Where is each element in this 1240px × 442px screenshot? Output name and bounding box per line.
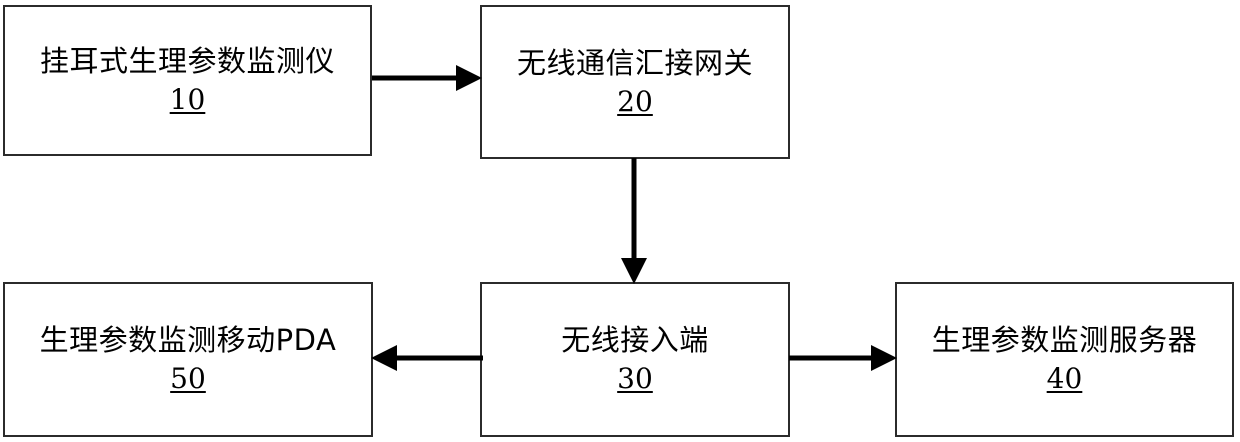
arrow-head <box>371 345 397 371</box>
block-label: 挂耳式生理参数监测仪 <box>39 44 335 79</box>
block-label: 生理参数监测服务器 <box>931 323 1198 358</box>
arrow-head <box>456 65 482 91</box>
arrow-head <box>621 258 647 284</box>
arrow-right-icon-30-to-40 <box>789 345 897 371</box>
block-label: 无线通信汇接网关 <box>516 45 753 80</box>
block-label: 生理参数监测移动PDA <box>39 323 337 358</box>
arrow-left-icon-30-to-50 <box>371 345 483 371</box>
arrow-right-icon-10-to-20 <box>372 65 482 91</box>
arrow-shaft <box>789 355 875 361</box>
block-physiological-parameter-monitoring-mobile-pda: 生理参数监测移动PDA 50 <box>3 282 373 437</box>
block-wireless-access-terminal: 无线接入端 30 <box>480 282 790 437</box>
block-reference-number: 50 <box>170 362 206 396</box>
block-reference-number: 30 <box>617 362 653 396</box>
block-reference-number: 20 <box>617 84 653 118</box>
block-physiological-parameter-monitoring-server: 生理参数监测服务器 40 <box>895 282 1234 437</box>
arrow-shaft <box>393 355 483 361</box>
block-wireless-communication-convergence-gateway: 无线通信汇接网关 20 <box>480 5 790 159</box>
arrow-shaft <box>631 158 637 262</box>
block-reference-number: 10 <box>169 83 206 117</box>
block-reference-number: 40 <box>1046 362 1083 396</box>
block-label: 无线接入端 <box>561 323 709 358</box>
arrow-down-icon-20-to-30 <box>621 158 647 284</box>
arrow-shaft <box>372 75 460 81</box>
block-ear-hook-physiological-parameter-monitor: 挂耳式生理参数监测仪 10 <box>3 5 372 156</box>
arrow-head <box>871 345 897 371</box>
